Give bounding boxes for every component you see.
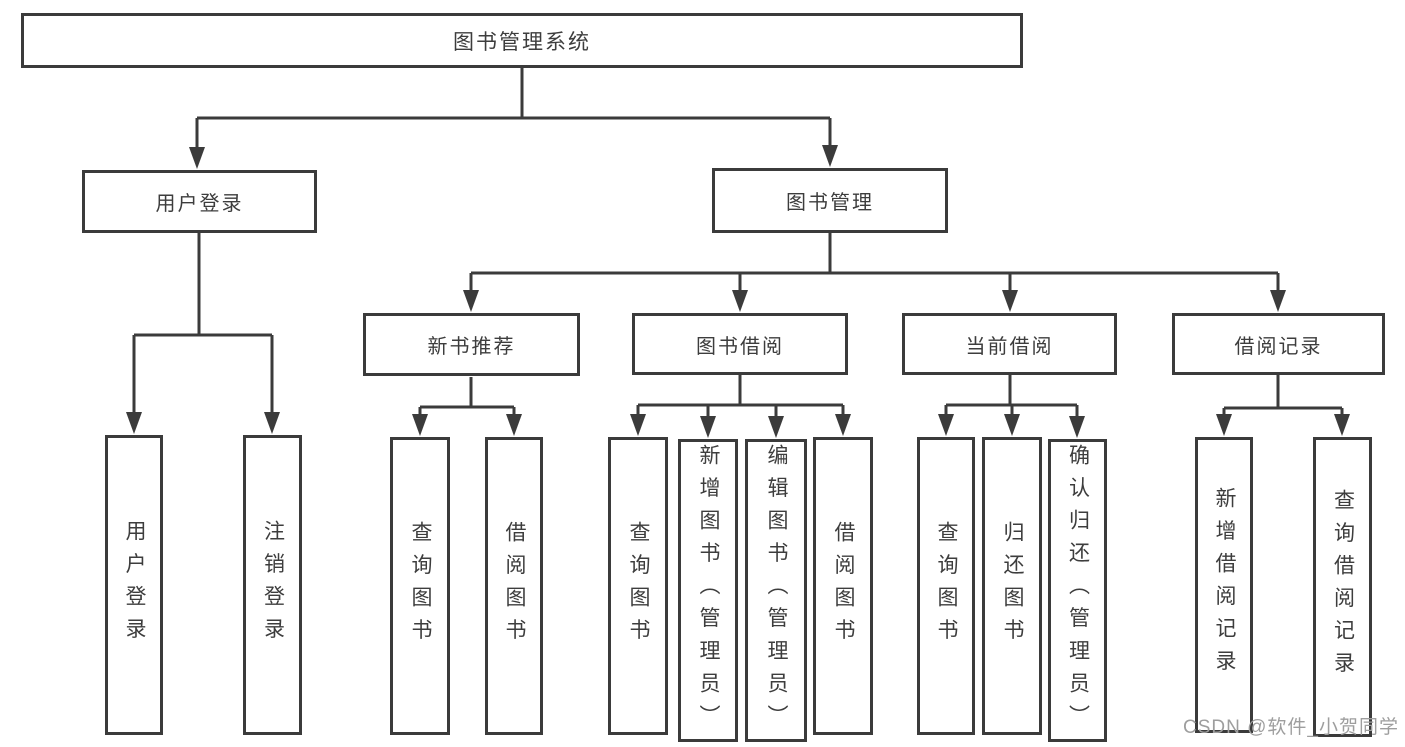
connector-line [418, 377, 516, 416]
node-current-query-book: 查询图书 [917, 437, 975, 735]
arrowhead-icon [835, 414, 851, 436]
node-recommend-query-book: 查询图书 [390, 437, 450, 735]
node-logout: 注销登录 [243, 435, 302, 735]
node-login: 用户登录 [105, 435, 163, 735]
node-borrowing-query-book: 查询图书 [608, 437, 668, 735]
node-book-borrowing: 图书借阅 [632, 313, 848, 375]
node-book-management: 图书管理 [712, 168, 948, 233]
connector-borrowing-records-children [1216, 375, 1350, 436]
connector-line [469, 233, 1280, 292]
arrowhead-icon [1216, 414, 1232, 436]
arrowhead-icon [506, 414, 522, 436]
node-library-management-system: 图书管理系统 [21, 13, 1023, 68]
connector-book-management-children [463, 233, 1286, 312]
node-label: 借阅记录 [1234, 335, 1323, 358]
node-user-login: 用户登录 [82, 170, 317, 233]
arrowhead-icon [700, 416, 716, 438]
arrowhead-icon [630, 414, 646, 436]
arrowhead-icon [732, 290, 748, 312]
connector-root-to-level2 [189, 68, 838, 169]
node-add-book-admin: 新增图书（管理员） [678, 439, 738, 742]
node-label: 用户登录 [155, 193, 244, 215]
arrowhead-icon [189, 147, 205, 169]
connector-line [132, 233, 274, 414]
connector-new-book-recommend-children [412, 377, 522, 436]
connector-book-borrowing-children [630, 375, 851, 438]
node-new-book-recommend: 新书推荐 [363, 313, 580, 376]
node-confirm-return-admin: 确认归还（管理员） [1048, 439, 1107, 742]
node-label: 查询图书 [627, 520, 650, 652]
node-label: 用户登录 [123, 519, 146, 651]
node-label: 确认归还（管理员） [1066, 444, 1090, 737]
node-label: 图书管理 [786, 192, 874, 214]
node-query-borrow-record: 查询借阅记录 [1313, 437, 1372, 737]
node-borrowing-borrow-book: 借阅图书 [813, 437, 873, 735]
arrowhead-icon [1004, 414, 1020, 436]
connector-line [944, 375, 1079, 418]
connector-line [1222, 375, 1344, 416]
node-label: 新增借阅记录 [1213, 487, 1236, 683]
connector-user-login-children [126, 233, 280, 434]
arrowhead-icon [938, 414, 954, 436]
arrowhead-icon [264, 412, 280, 434]
node-label: 编辑图书（管理员） [765, 444, 788, 737]
arrowhead-icon [126, 412, 142, 434]
node-current-borrowing: 当前借阅 [902, 313, 1117, 375]
arrowhead-icon [822, 145, 838, 167]
node-label: 归还图书 [1001, 520, 1024, 652]
arrowhead-icon [1002, 290, 1018, 312]
node-edit-book-admin: 编辑图书（管理员） [745, 439, 807, 742]
connector-current-borrowing-children [938, 375, 1085, 438]
node-label: 当前借阅 [965, 335, 1054, 358]
node-label: 查询图书 [409, 520, 432, 652]
node-label: 查询借阅记录 [1331, 489, 1355, 685]
node-label: 图书借阅 [696, 335, 784, 358]
node-label: 查询图书 [935, 520, 958, 652]
arrowhead-icon [1069, 416, 1085, 438]
arrowhead-icon [1334, 414, 1350, 436]
node-recommend-borrow-book: 借阅图书 [485, 437, 543, 735]
node-label: 注销登录 [261, 519, 285, 651]
node-borrowing-records: 借阅记录 [1172, 313, 1385, 375]
arrowhead-icon [768, 416, 784, 438]
arrowhead-icon [412, 414, 428, 436]
node-label: 新书推荐 [427, 336, 516, 358]
connector-line [195, 68, 832, 149]
csdn-watermark: CSDN @软件_小贺同学 [1183, 717, 1399, 738]
node-label: 借阅图书 [832, 520, 855, 652]
connector-line [636, 375, 845, 418]
node-add-borrow-record: 新增借阅记录 [1195, 437, 1253, 733]
node-label: 新增图书（管理员） [697, 444, 720, 737]
arrowhead-icon [1270, 290, 1286, 312]
arrowhead-icon [463, 290, 479, 312]
node-return-book: 归还图书 [982, 437, 1042, 735]
node-label: 借阅图书 [503, 520, 526, 652]
node-label: 图书管理系统 [453, 30, 591, 54]
